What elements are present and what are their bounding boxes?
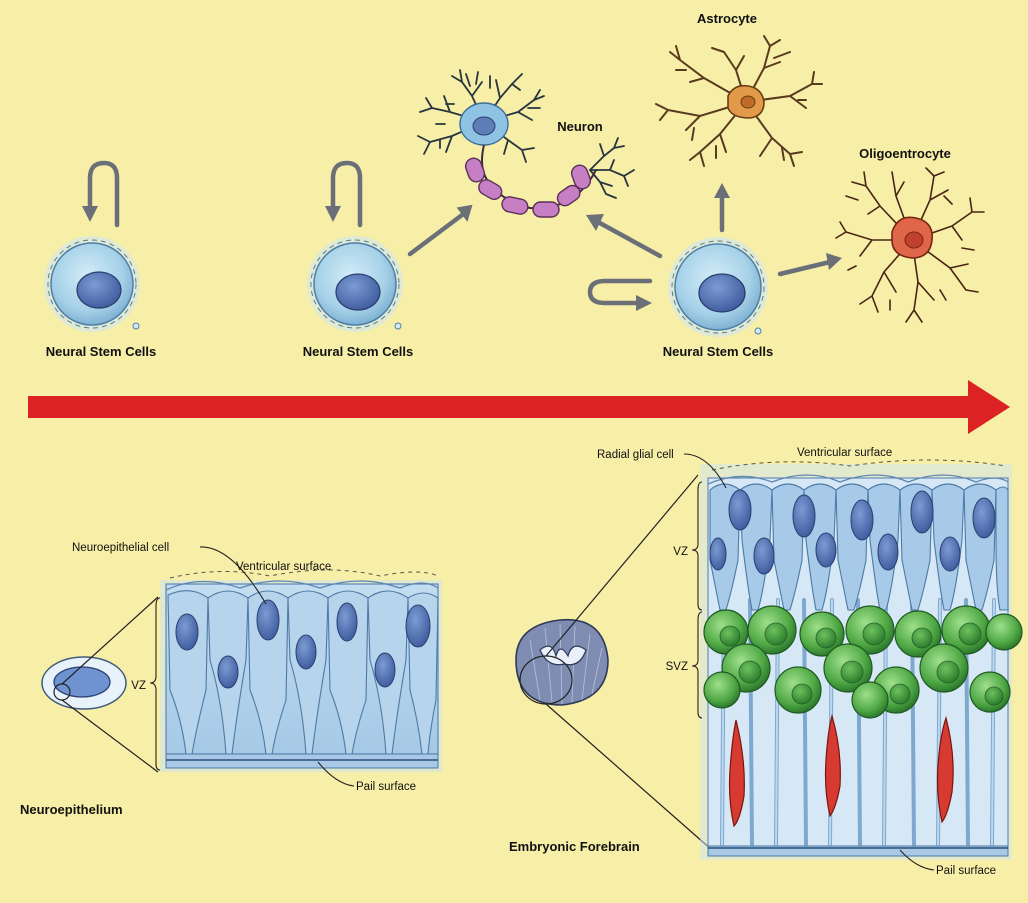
self-renewal-arrow-3 [587, 278, 653, 311]
fb-vz-label: VZ [673, 546, 688, 558]
ne-title: Neuroepithelium [20, 802, 123, 817]
neuroepithelium-tissue [160, 569, 442, 772]
timeline-arrow [28, 380, 1010, 434]
diff-arrow-neuron-2 [595, 219, 663, 259]
ne-ventricular-label: Ventricular surface [236, 561, 331, 573]
fb-title: Embryonic Forebrain [509, 839, 640, 854]
neural-tube-cross-section [41, 656, 127, 710]
self-renewal-arrow-2 [325, 160, 363, 228]
astrocyte-label: Astrocyte [697, 11, 757, 26]
stem-cell-1 [44, 236, 140, 332]
fb-pial-label: Pail surface [936, 865, 996, 877]
stem-cell-3 [668, 237, 768, 337]
diff-arrow-to-oligo [777, 259, 833, 277]
fb-ventricular-label: Ventricular surface [797, 447, 892, 459]
stem-cell-label-2: Neural Stem Cells [303, 344, 414, 359]
neuron [417, 69, 635, 218]
oligodendrocyte [835, 167, 985, 323]
forebrain-tissue [700, 459, 1023, 860]
stem-cell-2 [307, 236, 403, 332]
fb-svz-label: SVZ [666, 661, 688, 673]
astrocyte [655, 35, 823, 167]
fb-cell-label: Radial glial cell [597, 449, 674, 461]
ne-cell-label: Neuroepithelial cell [72, 542, 169, 554]
diff-arrow-to-neuron [407, 212, 465, 257]
stem-cell-label-3: Neural Stem Cells [663, 344, 774, 359]
stem-cell-label-1: Neural Stem Cells [46, 344, 157, 359]
neuron-label: Neuron [557, 119, 603, 134]
forebrain-cross-section [515, 618, 609, 706]
ne-pial-label: Pail surface [356, 781, 416, 793]
oligo-label: Oligoentrocyte [859, 146, 951, 161]
self-renewal-arrow-1 [82, 160, 120, 228]
ne-vz-label: VZ [131, 680, 146, 692]
